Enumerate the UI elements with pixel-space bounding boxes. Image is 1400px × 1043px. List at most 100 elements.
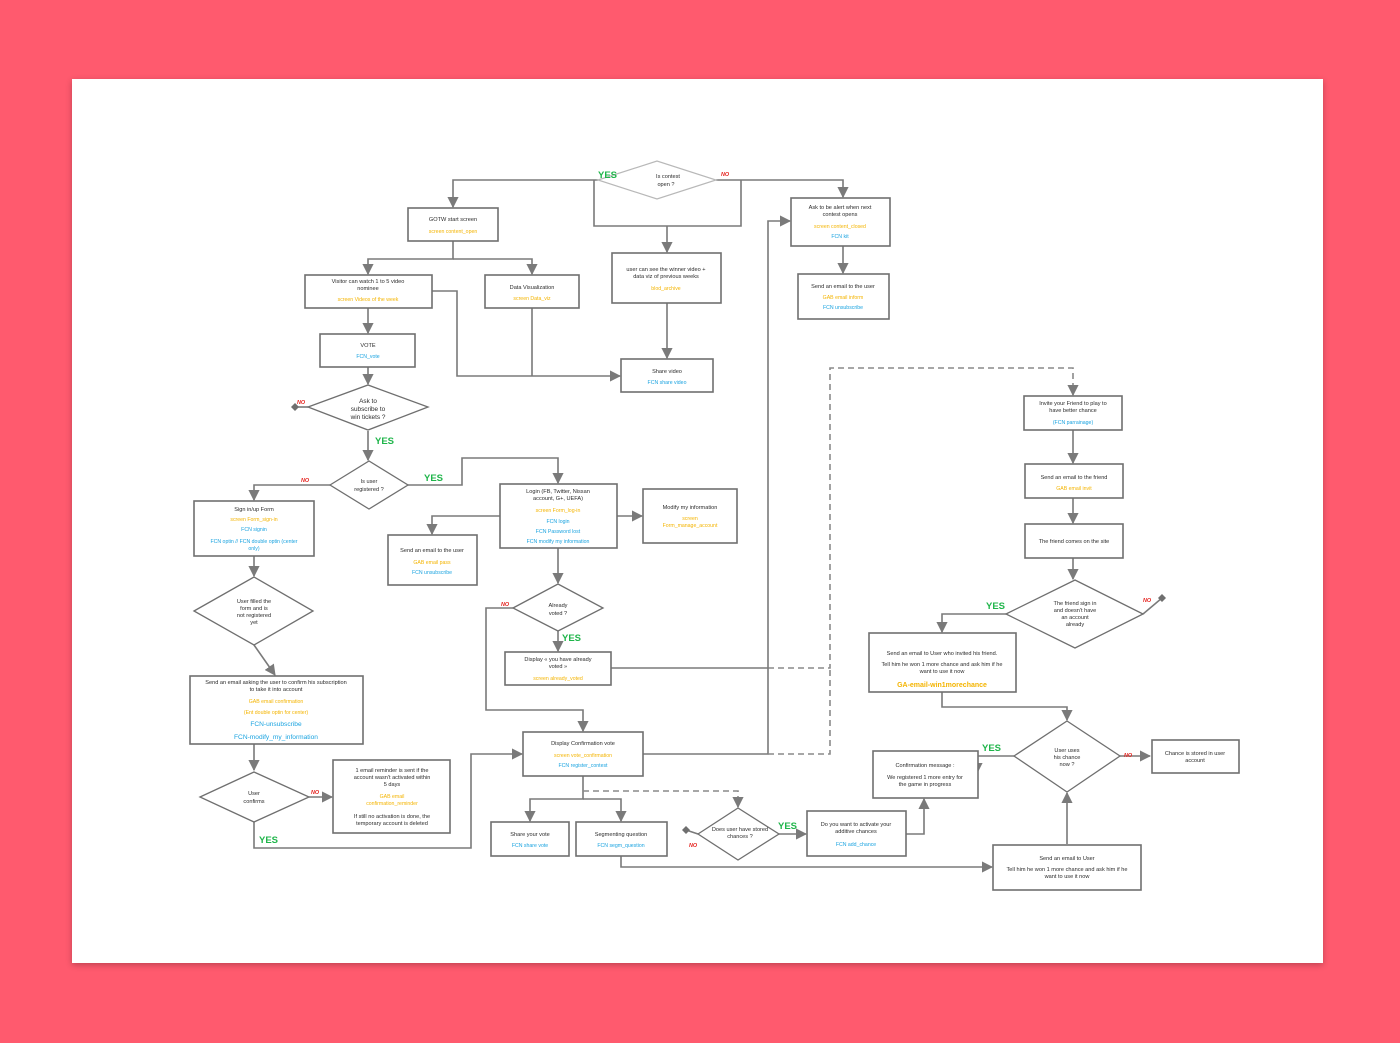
yes-label: YES <box>259 835 278 846</box>
process-text: voted » <box>549 664 567 670</box>
gab-name: GA-email-win1morechance <box>897 682 987 689</box>
function-name: FCN optin // FCN double optin (center <box>210 539 297 545</box>
process-title: Sign in/up Form <box>234 507 274 513</box>
flowchart-sheet: Is contest open ? GOTW start screen scre… <box>72 79 1323 963</box>
process-text: account, G+, UEFA) <box>533 496 583 502</box>
process-share-video <box>620 358 714 393</box>
process-visitor-watch <box>304 274 433 309</box>
no-label: NO <box>1143 598 1152 604</box>
process-title: The friend comes on the site <box>1039 539 1110 545</box>
edge-signs-no <box>1142 597 1163 615</box>
terminator-marker <box>291 403 299 411</box>
function-name: FCN-modify_my_information <box>234 734 318 741</box>
function-name: only) <box>248 546 260 552</box>
no-label: NO <box>311 790 320 796</box>
decision-text: open ? <box>657 182 674 188</box>
decision-text: chances ? <box>727 834 753 840</box>
decision-user-registered <box>328 460 410 510</box>
yes-label: YES <box>986 601 1005 612</box>
decision-text: already <box>1066 622 1085 628</box>
edge-confirms-confirmation <box>253 748 524 849</box>
edge-activate-confirmmsg <box>906 797 930 835</box>
function-name: FCN modify my information <box>527 539 590 545</box>
process-text: Chance is stored in user <box>1165 751 1225 757</box>
screen-name: blod_archive <box>651 286 681 292</box>
screen-name: screen Videos of the week <box>338 297 399 303</box>
decision-text: Already <box>549 603 568 609</box>
process-vote <box>319 333 416 368</box>
yes-label: YES <box>598 170 617 181</box>
process-share-vote <box>490 821 570 857</box>
decision-text: form and is <box>240 606 268 612</box>
process-alert-next <box>790 197 891 247</box>
process-title: Send an email to User who invited his fr… <box>887 651 998 657</box>
edge-dash-invite <box>768 367 1079 669</box>
yes-label: YES <box>424 473 443 484</box>
process-text: contest opens <box>823 212 858 218</box>
process-text: Visitor can watch 1 to 5 video <box>332 279 405 285</box>
decision-text: not registered <box>237 613 271 619</box>
decision-friend-signs <box>1004 579 1145 649</box>
edge-gotw-dataviz <box>453 258 538 276</box>
function-name: FCN signin <box>241 527 267 533</box>
process-text: 5 days <box>384 782 401 788</box>
function-name: FCN unsubscribe <box>823 305 863 311</box>
process-text: Send an email asking the user to confirm… <box>205 680 346 686</box>
function-name: FCN login <box>546 519 569 525</box>
process-title: Modify my information <box>663 505 718 511</box>
process-title: Segmenting question <box>595 832 648 838</box>
edge-signs-invited <box>936 613 1006 634</box>
screen-name: screen Form_log-in <box>536 508 581 514</box>
process-invite-friend <box>1023 395 1123 431</box>
edge-uses-confirmmsg <box>971 755 1014 775</box>
function-name: FCN kit <box>831 234 849 240</box>
process-title: GOTW start screen <box>429 217 477 223</box>
process-friend-comes <box>1024 523 1124 559</box>
decision-ask-subscribe <box>306 384 430 431</box>
screen-name: screen content_open <box>429 229 478 235</box>
gab-name: confirmation_reminder <box>366 801 418 807</box>
process-sign-up <box>193 500 315 557</box>
screen-name: Form_manage_account <box>663 523 718 529</box>
process-display-confirmation <box>522 731 644 777</box>
process-text: want to use it now <box>1044 874 1091 880</box>
process-login <box>499 483 618 549</box>
edge-seg-emailuser <box>620 856 994 873</box>
decision-text: Is user <box>361 479 378 485</box>
decision-text: Is contest <box>656 174 680 180</box>
decision-text: now ? <box>1060 762 1075 768</box>
terminator-marker <box>1158 594 1166 602</box>
process-text: We registered 1 more entry for <box>887 775 963 781</box>
decision-text: and doesn't have <box>1054 608 1096 614</box>
process-text: want to use it now <box>919 669 966 675</box>
process-text: Tell him he won 1 more chance and ask hi… <box>882 662 1003 668</box>
decision-text: User <box>248 791 260 797</box>
decision-text: Ask to <box>359 398 377 405</box>
edge-dash-confirmation <box>768 668 831 755</box>
process-reminder <box>332 759 451 834</box>
gab-name: GAB email inform <box>823 295 864 301</box>
process-text: Invite your Friend to play to <box>1039 401 1106 407</box>
process-title: Data Visualization <box>510 285 555 291</box>
terminator-marker <box>682 826 690 834</box>
function-name: FCN Password lost <box>536 529 581 535</box>
decision-text: yet <box>250 620 258 626</box>
edge-confirmation-right <box>643 215 792 755</box>
function-name: FCN share vote <box>512 843 548 849</box>
decision-contest-open <box>596 160 718 200</box>
decision-text: his chance <box>1054 755 1081 761</box>
process-title: Confirmation message : <box>895 763 955 769</box>
decision-filled-form <box>192 576 315 646</box>
no-label: NO <box>1124 753 1133 759</box>
screen-name: screen Form_sign-in <box>230 517 277 523</box>
process-display-voted <box>504 651 612 686</box>
no-label: NO <box>721 172 730 178</box>
no-label: NO <box>689 843 698 849</box>
process-confirm-email <box>189 675 364 745</box>
decision-text: win tickets ? <box>350 414 386 421</box>
edge-visitor-share <box>432 290 622 382</box>
connectors <box>248 179 1163 873</box>
function-name: FCN add_chance <box>836 842 876 848</box>
function-name: FCN_vote <box>356 354 379 360</box>
process-email-user-chance <box>992 844 1142 891</box>
